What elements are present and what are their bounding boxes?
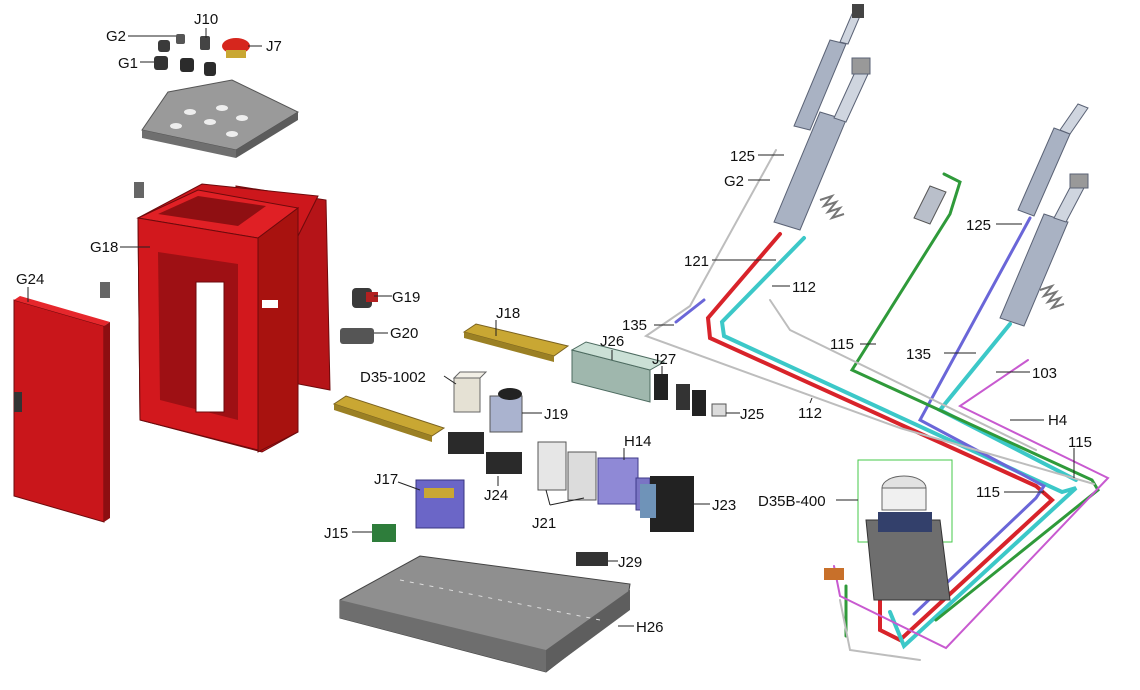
transformer-j17 <box>415 479 465 529</box>
mounting-plate-h26 <box>339 555 631 673</box>
label-121: 121 <box>684 253 709 270</box>
din-rail-lower <box>332 395 446 442</box>
din-rail-j18 <box>462 323 570 362</box>
springs <box>819 193 1065 311</box>
label-j23: J23 <box>712 497 736 514</box>
accumulator-small <box>913 185 947 225</box>
label-j21: J21 <box>532 515 556 532</box>
terminal-j15 <box>372 524 396 542</box>
hose-blue <box>674 216 1047 616</box>
label-h14: H14 <box>624 433 652 450</box>
label-103: 103 <box>1032 365 1057 382</box>
label-j24: J24 <box>484 487 508 504</box>
label-j29: J29 <box>618 554 642 571</box>
label-j19: J19 <box>544 406 568 423</box>
label-j15: J15 <box>324 525 348 542</box>
hose-magenta <box>833 359 1110 650</box>
cabinet-frame-g18 <box>136 183 331 453</box>
relay-d35-1002 <box>452 371 488 413</box>
label-g24: G24 <box>16 271 44 288</box>
label-135-right: 135 <box>906 346 931 363</box>
label-h26: H26 <box>636 619 664 636</box>
switch-g20 <box>340 328 374 344</box>
label-d35b-400: D35B-400 <box>758 493 826 510</box>
hose-white <box>643 149 1095 661</box>
label-j10: J10 <box>194 11 218 28</box>
label-g1: G1 <box>118 55 138 72</box>
label-j27: J27 <box>652 351 676 368</box>
label-g2-right: G2 <box>724 173 744 190</box>
label-g2-left: G2 <box>106 28 126 45</box>
hinge-brackets <box>100 182 144 298</box>
indicator-j10 <box>200 36 216 76</box>
label-115-bottom: 115 <box>976 484 1000 501</box>
label-h4: H4 <box>1048 412 1067 429</box>
label-j18: J18 <box>496 305 520 322</box>
label-g18: G18 <box>90 239 118 256</box>
label-j7: J7 <box>266 38 282 55</box>
hydraulic-cylinder-left-rear <box>793 4 864 131</box>
label-135-left: 135 <box>622 317 647 334</box>
label-j17: J17 <box>374 471 398 488</box>
label-115-mid: 115 <box>830 336 854 353</box>
fuse-holders <box>448 432 522 474</box>
label-125-top: 125 <box>730 148 755 165</box>
hose-red <box>705 232 1055 643</box>
leader-lines-electrical <box>352 320 740 627</box>
label-112-lower: 112 <box>798 405 822 422</box>
pushbutton-g2 <box>158 34 185 52</box>
leader-lines-top <box>128 28 262 63</box>
hydraulic-cylinder-left-front <box>773 57 871 231</box>
emergency-stop-j7 <box>222 38 250 58</box>
label-112-upper: 112 <box>792 279 816 296</box>
label-d35-1002: D35-1002 <box>360 369 426 386</box>
terminal-j27 <box>654 374 706 416</box>
cabinet-door-g24 <box>13 296 110 523</box>
terminal-block-j26 <box>570 341 666 403</box>
label-125-right: 125 <box>966 217 991 234</box>
label-115-right: 115 <box>1068 434 1092 451</box>
label-j25: J25 <box>740 406 764 423</box>
switch-g19 <box>352 288 378 308</box>
leader-lines-hydraulic <box>654 154 1075 501</box>
hydraulic-cylinder-right-rear <box>1017 103 1089 217</box>
circuit-breakers-j21 <box>537 441 597 501</box>
clip-j25 <box>711 403 727 417</box>
pushbutton-g1 <box>154 56 194 72</box>
connector-j29 <box>576 552 608 566</box>
hydraulic-cylinder-right-front <box>999 173 1089 327</box>
side-panel-right <box>236 182 328 392</box>
leader-lines-cabinet <box>27 246 150 302</box>
timer-j19 <box>489 388 523 433</box>
power-unit-d35b-400 <box>824 459 953 601</box>
label-g20: G20 <box>390 325 418 342</box>
motor-starter-j23 <box>640 476 694 532</box>
label-g19: G19 <box>392 289 420 306</box>
label-j26: J26 <box>600 333 624 350</box>
leader-lines-g19-g20 <box>374 295 392 334</box>
top-cover-plate <box>141 79 300 158</box>
